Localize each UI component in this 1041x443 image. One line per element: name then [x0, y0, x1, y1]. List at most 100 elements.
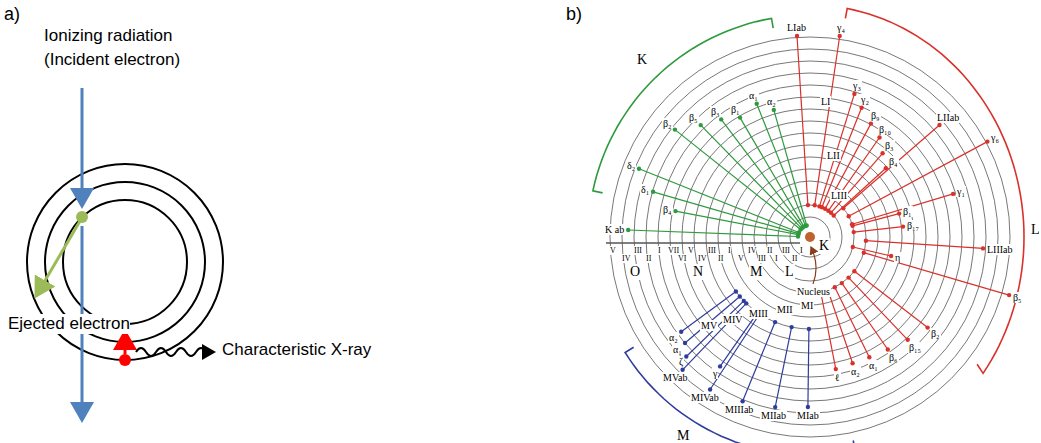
level-dot — [673, 209, 677, 213]
level-label: LI — [820, 96, 831, 107]
level-dot — [805, 223, 809, 227]
subshell-numeral: IV — [748, 246, 756, 255]
transition-line — [774, 110, 807, 226]
shell-ring — [706, 133, 914, 341]
level-dot — [838, 34, 842, 38]
subshell-numeral: II — [718, 254, 723, 263]
level-label: MI — [800, 300, 814, 311]
transition-label: δ₂ — [626, 160, 636, 171]
transition-line — [849, 278, 908, 340]
subshell-numeral: II — [792, 254, 797, 263]
shell-ring — [646, 73, 974, 401]
panel-letter: a) — [4, 4, 20, 25]
shell-label: M — [749, 264, 763, 280]
transition-line — [775, 327, 791, 407]
subshell-numeral: III — [782, 246, 790, 255]
level-dot — [901, 224, 905, 228]
level-dot — [850, 224, 854, 228]
transition-line — [757, 104, 806, 226]
transition-label: β₅ — [1012, 292, 1023, 303]
transition-label: δ₁ — [640, 184, 650, 195]
transition-label: β₃ — [884, 140, 895, 151]
transition-line — [835, 287, 870, 357]
level-dot — [738, 115, 742, 119]
level-dot — [806, 203, 810, 207]
transition-line — [675, 130, 801, 230]
transition-line — [825, 124, 871, 209]
level-dot — [789, 325, 793, 329]
transition-line — [797, 36, 808, 205]
shell-ring — [718, 145, 902, 329]
transition-label: β₃ — [710, 106, 721, 117]
transition-label: β₉ — [870, 110, 881, 121]
level-dot — [859, 106, 863, 110]
level-dot — [637, 167, 641, 171]
transition-label: K ab — [604, 224, 625, 235]
level-label: MIII — [748, 308, 769, 319]
transition-label: β₁ — [902, 206, 913, 217]
transition-label: β₂ — [662, 118, 673, 129]
transition-line — [854, 227, 903, 233]
level-dot — [744, 301, 748, 305]
level-dot — [807, 327, 811, 331]
transition-line — [831, 153, 883, 213]
subshell-numeral: V — [610, 246, 616, 255]
level-dot — [841, 206, 845, 210]
level-dot — [981, 246, 985, 250]
shell-label: M — [676, 428, 690, 443]
level-dot — [897, 211, 901, 215]
subshell-numeral: IV — [622, 254, 630, 263]
transition-line — [721, 119, 803, 227]
transition-label: γ₁ — [956, 186, 966, 197]
level-dot — [869, 121, 873, 125]
shell-label: O — [629, 264, 641, 280]
electron-dot — [119, 354, 131, 366]
transition-label: α₂ — [766, 96, 777, 107]
subshell-numeral: V — [688, 246, 694, 255]
transition-line — [743, 322, 776, 401]
electron-dot — [76, 211, 88, 223]
level-label: Nucleus — [796, 286, 831, 297]
level-dot — [852, 230, 856, 234]
subshell-numeral: V — [738, 254, 744, 263]
subshell-numeral: I — [728, 246, 731, 255]
shell-axis — [606, 243, 800, 244]
level-dot — [937, 123, 941, 127]
annotation-label: Characteristic X-ray — [222, 340, 371, 360]
transition-line — [843, 125, 939, 208]
shell-ring — [730, 157, 890, 317]
shell-ring — [610, 37, 1010, 437]
subshell-numeral: II — [767, 246, 772, 255]
transition-label: MVab — [662, 372, 688, 383]
transition-line — [808, 329, 809, 407]
transition-label: β₁₀ — [878, 124, 892, 135]
transition-line — [628, 230, 798, 237]
transition-label: β₁ — [730, 104, 741, 115]
transition-line — [864, 253, 1009, 295]
ejected-arrow — [36, 221, 80, 296]
transition-line — [676, 211, 799, 235]
transition-label: γ — [712, 368, 718, 379]
transition-label: α₂ — [850, 366, 861, 377]
transition-line — [740, 118, 804, 227]
level-dot — [834, 367, 838, 371]
annotation-label: (Incident electron) — [44, 50, 180, 70]
level-dot — [738, 294, 742, 298]
level-dot — [862, 251, 866, 255]
level-dot — [734, 289, 738, 293]
level-dot — [772, 108, 776, 112]
subshell-numeral: I — [775, 254, 778, 263]
level-label: MII — [776, 304, 794, 315]
level-label: MIV — [722, 314, 743, 325]
subshell-numeral: VI — [678, 254, 686, 263]
transition-label: α₁ — [672, 344, 683, 355]
level-dot — [755, 102, 759, 106]
transition-line — [653, 192, 798, 234]
transition-label: MIIIab — [724, 404, 754, 415]
shell-ring — [670, 97, 950, 377]
transition-label: γ₆ — [990, 132, 1000, 143]
series-bracket — [845, 9, 1024, 374]
level-dot — [795, 34, 799, 38]
transition-line — [866, 241, 983, 249]
level-dot — [773, 320, 777, 324]
